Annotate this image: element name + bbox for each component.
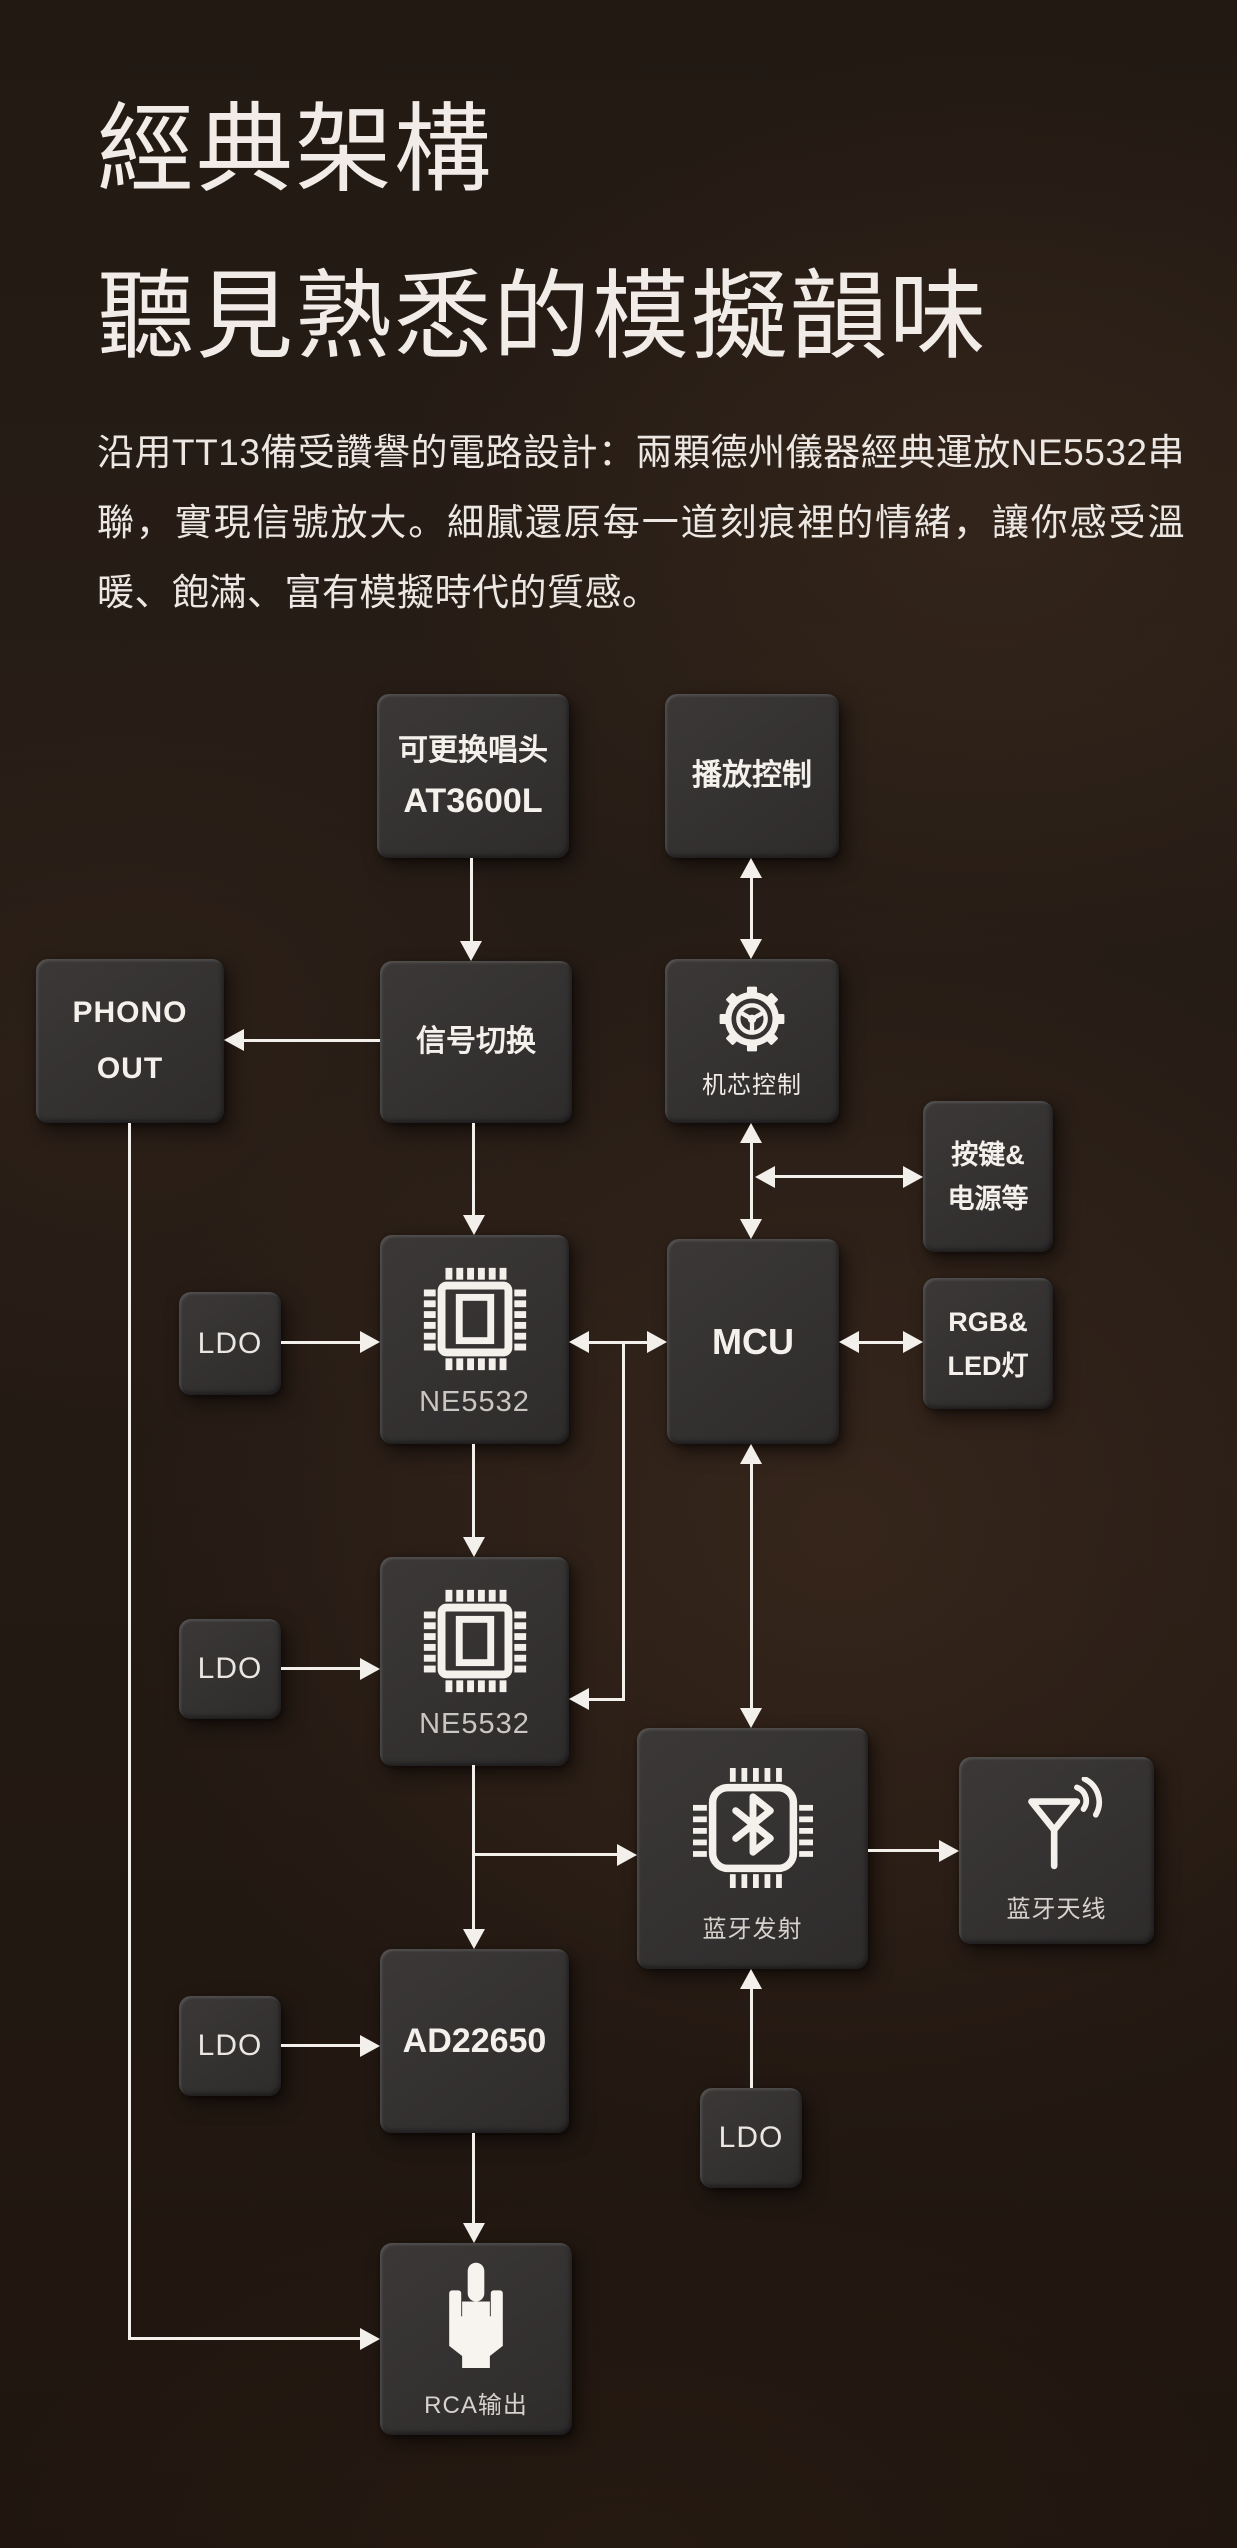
title-line2: 聽見熟悉的模擬韻味 <box>97 262 988 371</box>
connector-line <box>128 2337 362 2340</box>
arrowhead-down <box>460 941 482 961</box>
block-bt-antenna: 蓝牙天线 <box>959 1757 1154 1944</box>
arrowhead-up <box>740 858 762 878</box>
arrowhead-right <box>903 1331 923 1353</box>
page-title: 經典架構 聽見熟悉的模擬韻味 <box>97 66 988 400</box>
connector-line <box>470 858 473 943</box>
block-rca-out: RCA输出 <box>380 2243 572 2435</box>
arrowhead-up <box>740 1969 762 1989</box>
connector-line <box>750 1987 753 2088</box>
cartridge-label-line1: 可更换唱头 <box>398 734 548 767</box>
ldo-2-label: LDO <box>197 1652 263 1685</box>
arrowhead-left <box>224 1029 244 1051</box>
arrowhead-down <box>740 939 762 959</box>
block-mcu: MCU <box>667 1239 839 1444</box>
connector-line <box>587 1698 625 1701</box>
keys-power-line1: 按键& <box>951 1139 1025 1170</box>
connector-line <box>242 1039 380 1042</box>
arrowhead-down <box>740 1219 762 1239</box>
phono-out-line1: PHONO <box>72 996 188 1029</box>
connector-line <box>750 1141 753 1221</box>
arrowhead-right <box>360 1331 380 1353</box>
block-ldo-3: LDO <box>179 1996 281 2096</box>
connector-line <box>587 1341 649 1344</box>
signal-switch-label: 信号切换 <box>416 1025 536 1058</box>
connector-line <box>128 1123 131 2340</box>
connector-line <box>281 2044 362 2047</box>
phono-out-line2: OUT <box>96 1052 164 1085</box>
block-mech-control: 机芯控制 <box>665 959 839 1123</box>
rca-out-label: RCA输出 <box>424 2391 528 2419</box>
block-phono-out: PHONO OUT <box>36 959 224 1123</box>
arrowhead-down <box>463 1929 485 1949</box>
rgb-led-line1: RGB& <box>948 1306 1028 1337</box>
block-rgb-led: RGB& LED灯 <box>923 1278 1053 1409</box>
mech-control-label: 机芯控制 <box>702 1071 802 1099</box>
keys-power-line2: 电源等 <box>947 1183 1029 1214</box>
block-ldo-2: LDO <box>179 1619 281 1719</box>
connector-line <box>472 2133 475 2227</box>
ldo-4-label: LDO <box>718 2121 784 2154</box>
arrowhead-down <box>463 1215 485 1235</box>
intro-paragraph: 沿用TT13備受讚譽的電路設計：兩顆德州儀器經典運放NE5532串聯，實現信號放… <box>97 432 1185 613</box>
connector-line <box>472 1444 475 1539</box>
block-ldo-4: LDO <box>700 2088 802 2188</box>
block-ad22650: AD22650 <box>380 1949 569 2133</box>
ldo-3-label: LDO <box>197 2029 263 2062</box>
block-signal-switch: 信号切换 <box>380 961 572 1123</box>
arrowhead-left <box>569 1688 589 1710</box>
ne5532-1-label: NE5532 <box>419 1386 530 1418</box>
rca-plug-icon <box>437 2259 515 2381</box>
cartridge-label-line2: AT3600L <box>403 782 543 820</box>
block-keys-power: 按键& 电源等 <box>923 1101 1053 1252</box>
block-playback-control: 播放控制 <box>665 694 839 858</box>
connector-line <box>281 1667 362 1670</box>
connector-line <box>857 1341 905 1344</box>
connector-line <box>472 1123 475 1217</box>
ldo-1-label: LDO <box>197 1326 263 1360</box>
arrowhead-right <box>360 2328 380 2350</box>
connector-line <box>750 876 753 943</box>
connector-line <box>773 1175 905 1178</box>
block-bt-transmitter: 蓝牙发射 <box>637 1728 868 1969</box>
bluetooth-chip-icon <box>678 1753 828 1903</box>
arrowhead-down <box>740 1708 762 1728</box>
rgb-led-line2: LED灯 <box>947 1350 1029 1381</box>
arrowhead-up <box>740 1123 762 1143</box>
gear-wheel-icon <box>716 983 788 1055</box>
arrowhead-right <box>360 2035 380 2057</box>
arrowhead-right <box>903 1166 923 1188</box>
connector-line <box>622 1342 625 1701</box>
block-ne5532-2: NE5532 <box>380 1557 569 1766</box>
block-cartridge: 可更换唱头 AT3600L <box>377 694 569 858</box>
antenna-icon <box>1005 1777 1109 1881</box>
arrowhead-right <box>360 1658 380 1680</box>
arrowhead-right <box>647 1331 667 1353</box>
arrowhead-down <box>463 2223 485 2243</box>
connector-line <box>868 1849 941 1852</box>
ne5532-2-label: NE5532 <box>419 1708 530 1740</box>
arrowhead-down <box>463 1537 485 1557</box>
arrowhead-up <box>740 1444 762 1464</box>
connector-line <box>750 1462 753 1712</box>
title-line1: 經典架構 <box>97 95 493 204</box>
connector-line <box>281 1341 362 1344</box>
bt-antenna-label: 蓝牙天线 <box>1006 1896 1107 1923</box>
chip-icon <box>416 1582 534 1700</box>
ad22650-label: AD22650 <box>402 2022 547 2060</box>
block-ldo-1: LDO <box>179 1292 281 1395</box>
arrowhead-right <box>617 1844 637 1866</box>
arrowhead-left <box>569 1331 589 1353</box>
mcu-label: MCU <box>712 1320 794 1362</box>
block-ne5532-1: NE5532 <box>380 1235 569 1444</box>
arrowhead-right <box>939 1840 959 1862</box>
arrowhead-left <box>755 1166 775 1188</box>
connector-line <box>472 1765 475 1933</box>
bt-transmitter-label: 蓝牙发射 <box>702 1916 803 1943</box>
playback-control-label: 播放控制 <box>692 759 812 792</box>
chip-icon <box>416 1260 534 1378</box>
connector-line <box>472 1853 619 1856</box>
arrowhead-left <box>839 1331 859 1353</box>
